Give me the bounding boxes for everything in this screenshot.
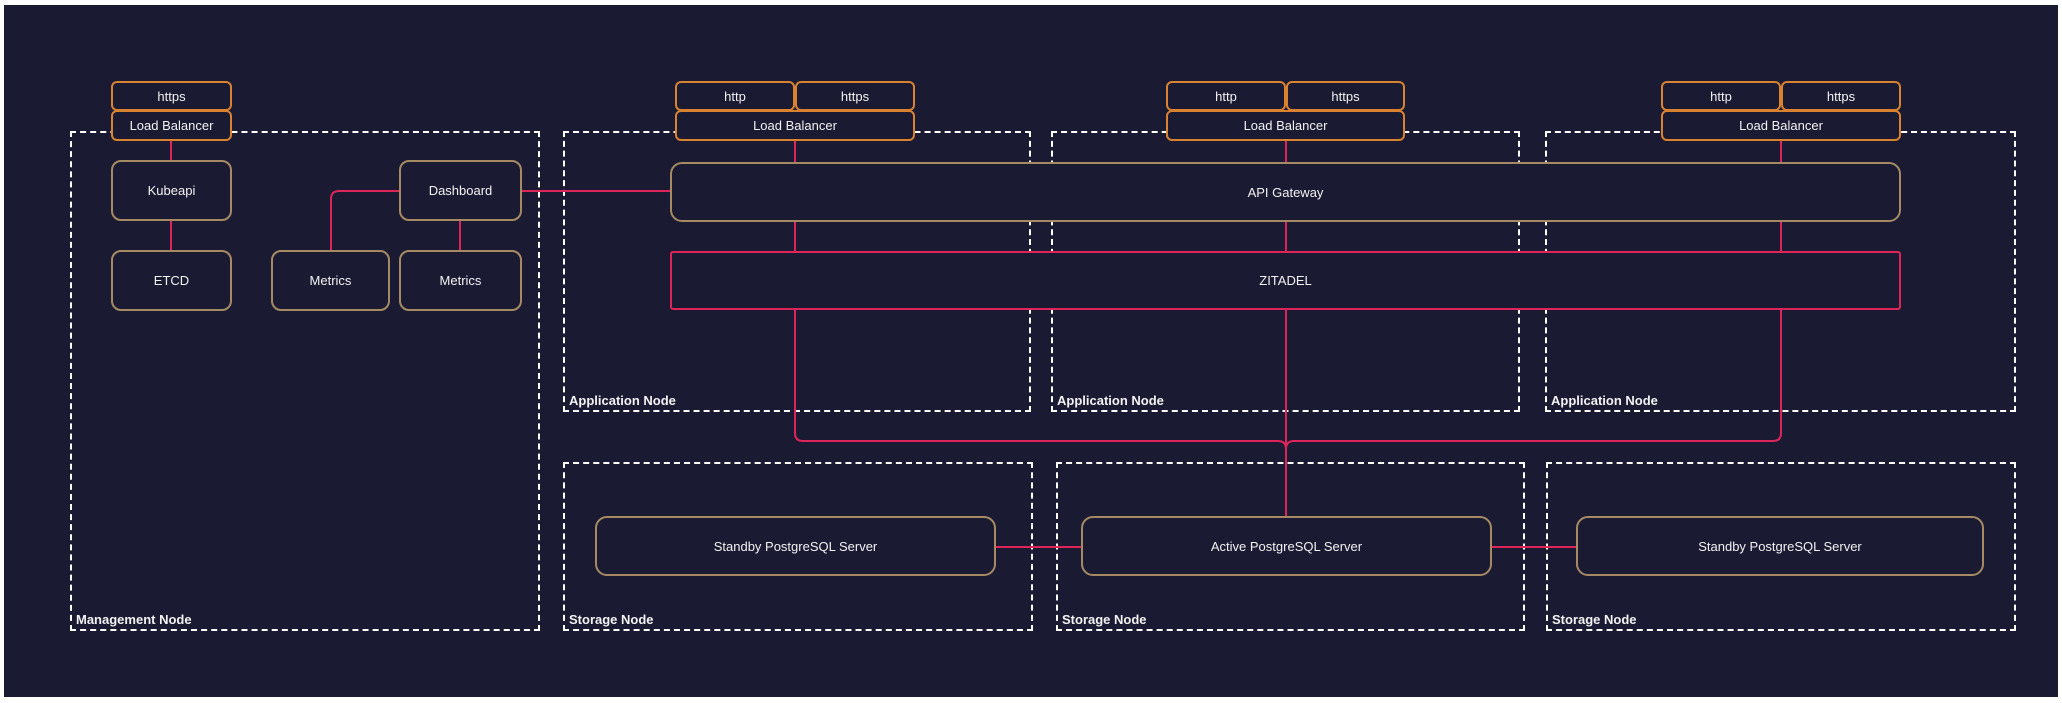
etcd-box: ETCD xyxy=(111,250,232,311)
metrics-left-box: Metrics xyxy=(271,250,390,311)
mgmt-load-balancer-box: Load Balancer xyxy=(111,110,232,141)
application-node-1-label: Application Node xyxy=(569,392,676,408)
zitadel-box: ZITADEL xyxy=(670,251,1901,310)
app2-http-box: http xyxy=(1166,81,1286,111)
app3-http-box: http xyxy=(1661,81,1781,111)
storage-node-1-label: Storage Node xyxy=(569,611,654,627)
app1-load-balancer-box: Load Balancer xyxy=(675,110,915,141)
app1-https-box: https xyxy=(795,81,915,111)
active-postgresql-box: Active PostgreSQL Server xyxy=(1081,516,1492,576)
app2-https-box: https xyxy=(1286,81,1405,111)
kubeapi-box: Kubeapi xyxy=(111,160,232,221)
mgmt-https-box: https xyxy=(111,81,232,111)
application-node-3-label: Application Node xyxy=(1551,392,1658,408)
container-management-node: Management Node xyxy=(70,131,540,631)
app1-http-box: http xyxy=(675,81,795,111)
app2-load-balancer-box: Load Balancer xyxy=(1166,110,1405,141)
app3-load-balancer-box: Load Balancer xyxy=(1661,110,1901,141)
standby-postgresql-right-box: Standby PostgreSQL Server xyxy=(1576,516,1984,576)
standby-postgresql-left-box: Standby PostgreSQL Server xyxy=(595,516,996,576)
api-gateway-box: API Gateway xyxy=(670,162,1901,222)
app3-https-box: https xyxy=(1781,81,1901,111)
application-node-2-label: Application Node xyxy=(1057,392,1164,408)
dashboard-box: Dashboard xyxy=(399,160,522,221)
storage-node-3-label: Storage Node xyxy=(1552,611,1637,627)
metrics-right-box: Metrics xyxy=(399,250,522,311)
storage-node-2-label: Storage Node xyxy=(1062,611,1147,627)
management-node-label: Management Node xyxy=(76,611,192,627)
